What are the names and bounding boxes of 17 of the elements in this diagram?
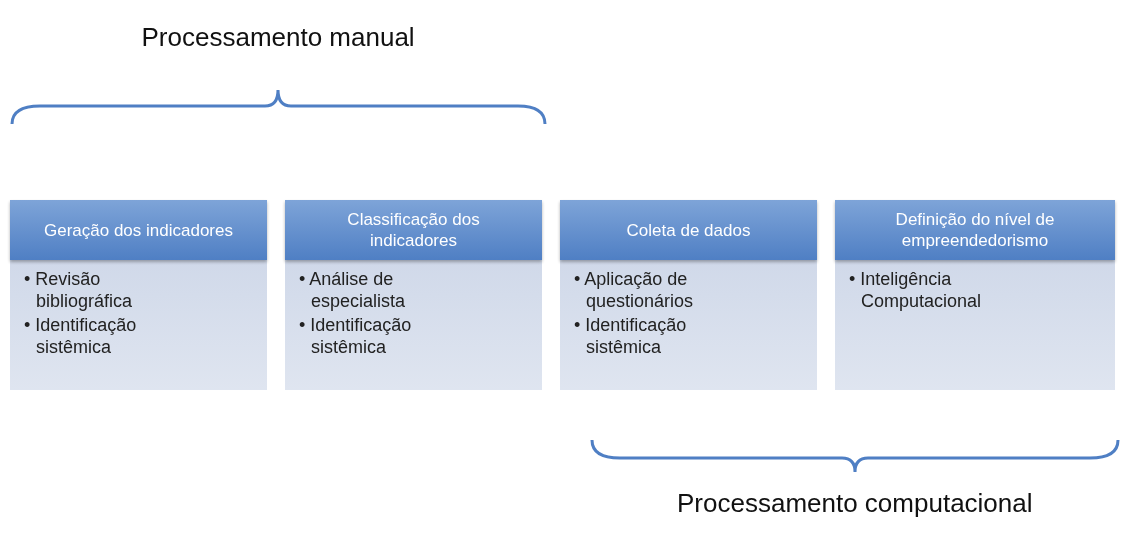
- card-header: Geração dos indicadores: [10, 200, 267, 260]
- bullet-text: • Identificação sistêmica: [574, 314, 688, 358]
- card-header: Classificação dos indicadores: [285, 200, 542, 260]
- bullet-text: • Identificação sistêmica: [299, 314, 413, 358]
- group-label: Processamento manual: [141, 22, 415, 53]
- bullet-text: • Análise de especialista: [299, 268, 407, 312]
- process-card: [560, 200, 817, 390]
- bullet-text: • Aplicação de questionários: [574, 268, 695, 312]
- group-label: Processamento computacional: [677, 488, 1033, 519]
- bullet-text: • Identificação sistêmica: [24, 314, 138, 358]
- process-card: [285, 200, 542, 390]
- card-header: Coleta de dados: [560, 200, 817, 260]
- process-card: [10, 200, 267, 390]
- card-header: Definição do nível de empreendedorismo: [835, 200, 1115, 260]
- bullet-text: • Inteligência Computacional: [849, 268, 983, 312]
- process-card: [835, 200, 1115, 390]
- bullet-text: • Revisão bibliográfica: [24, 268, 134, 312]
